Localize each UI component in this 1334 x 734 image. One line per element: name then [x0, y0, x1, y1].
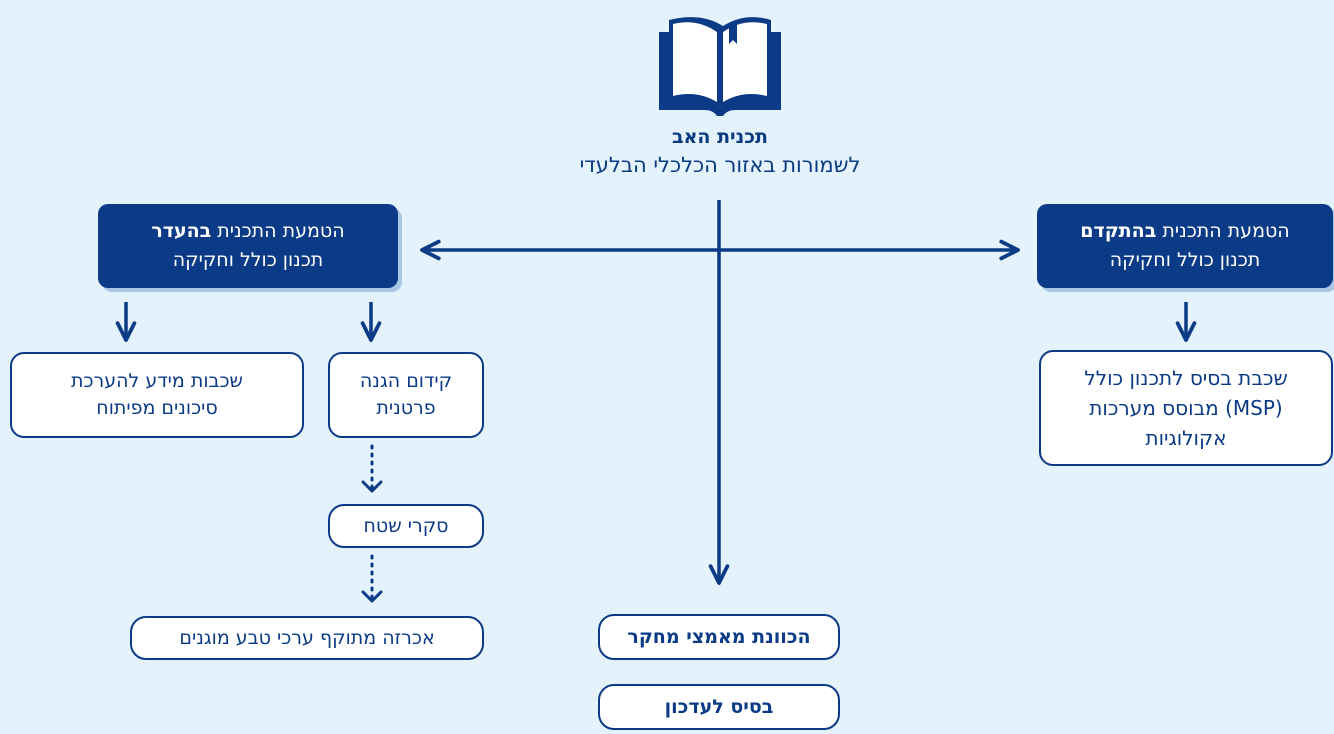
branch-progress-bold: בהתקדם	[1080, 220, 1157, 242]
info-layers-line1: שכבות מידע להערכת	[70, 370, 244, 392]
root-node: תכנית האב לשמורות באזור הכלכלי הבלעדי	[520, 124, 920, 180]
declaration-label: אכרזה מתוקף ערכי טבע מוגנים	[179, 627, 435, 649]
branch-progress-line2: תכנון כולל וחקיקה	[1109, 249, 1261, 271]
promotion-line1: קידום הגנה	[359, 370, 453, 392]
branch-progress-prefix: הטמעת התכנית	[1156, 220, 1290, 242]
base-layer-line3: אקולוגיות	[1145, 426, 1227, 450]
branch-absent-line2: תכנון כולל וחקיקה	[172, 249, 324, 271]
surveys-box: סקרי שטח	[328, 504, 484, 548]
branch-absent-bold: בהעדר	[151, 220, 212, 242]
promotion-box: קידום הגנה פרטנית	[328, 352, 484, 438]
root-subtitle: לשמורות באזור הכלכלי הבלעדי	[579, 153, 861, 177]
info-layers-line2: סיכונים מפיתוח	[96, 397, 218, 419]
base-layer-line2: (MSP) מבוסס מערכות	[1089, 396, 1283, 420]
info-layers-box: שכבות מידע להערכת סיכונים מפיתוח	[10, 352, 304, 438]
update-box: בסיס לעדכון	[598, 684, 840, 730]
branch-progress-planning: הטמעת התכנית בהתקדם תכנון כולל וחקיקה	[1037, 204, 1333, 288]
promotion-line2: פרטנית	[376, 397, 436, 419]
root-title: תכנית האב	[671, 126, 768, 148]
branch-absent-prefix: הטמעת התכנית	[211, 220, 345, 242]
research-label: הכוונת מאמצי מחקר	[627, 626, 811, 648]
branch-absent-planning: הטמעת התכנית בהעדר תכנון כולל וחקיקה	[98, 204, 398, 288]
surveys-label: סקרי שטח	[363, 515, 449, 537]
update-label: בסיס לעדכון	[664, 696, 774, 718]
base-layer-line1: שכבת בסיס לתכנון כולל	[1084, 366, 1288, 390]
open-book-icon	[659, 17, 781, 116]
research-box: הכוונת מאמצי מחקר	[598, 614, 840, 660]
base-layer-box: שכבת בסיס לתכנון כולל (MSP) מבוסס מערכות…	[1039, 350, 1333, 466]
declaration-box: אכרזה מתוקף ערכי טבע מוגנים	[130, 616, 484, 660]
branch-progress-line1: הטמעת התכנית בהתקדם	[1037, 217, 1333, 246]
branch-absent-line1: הטמעת התכנית בהעדר	[98, 217, 398, 246]
